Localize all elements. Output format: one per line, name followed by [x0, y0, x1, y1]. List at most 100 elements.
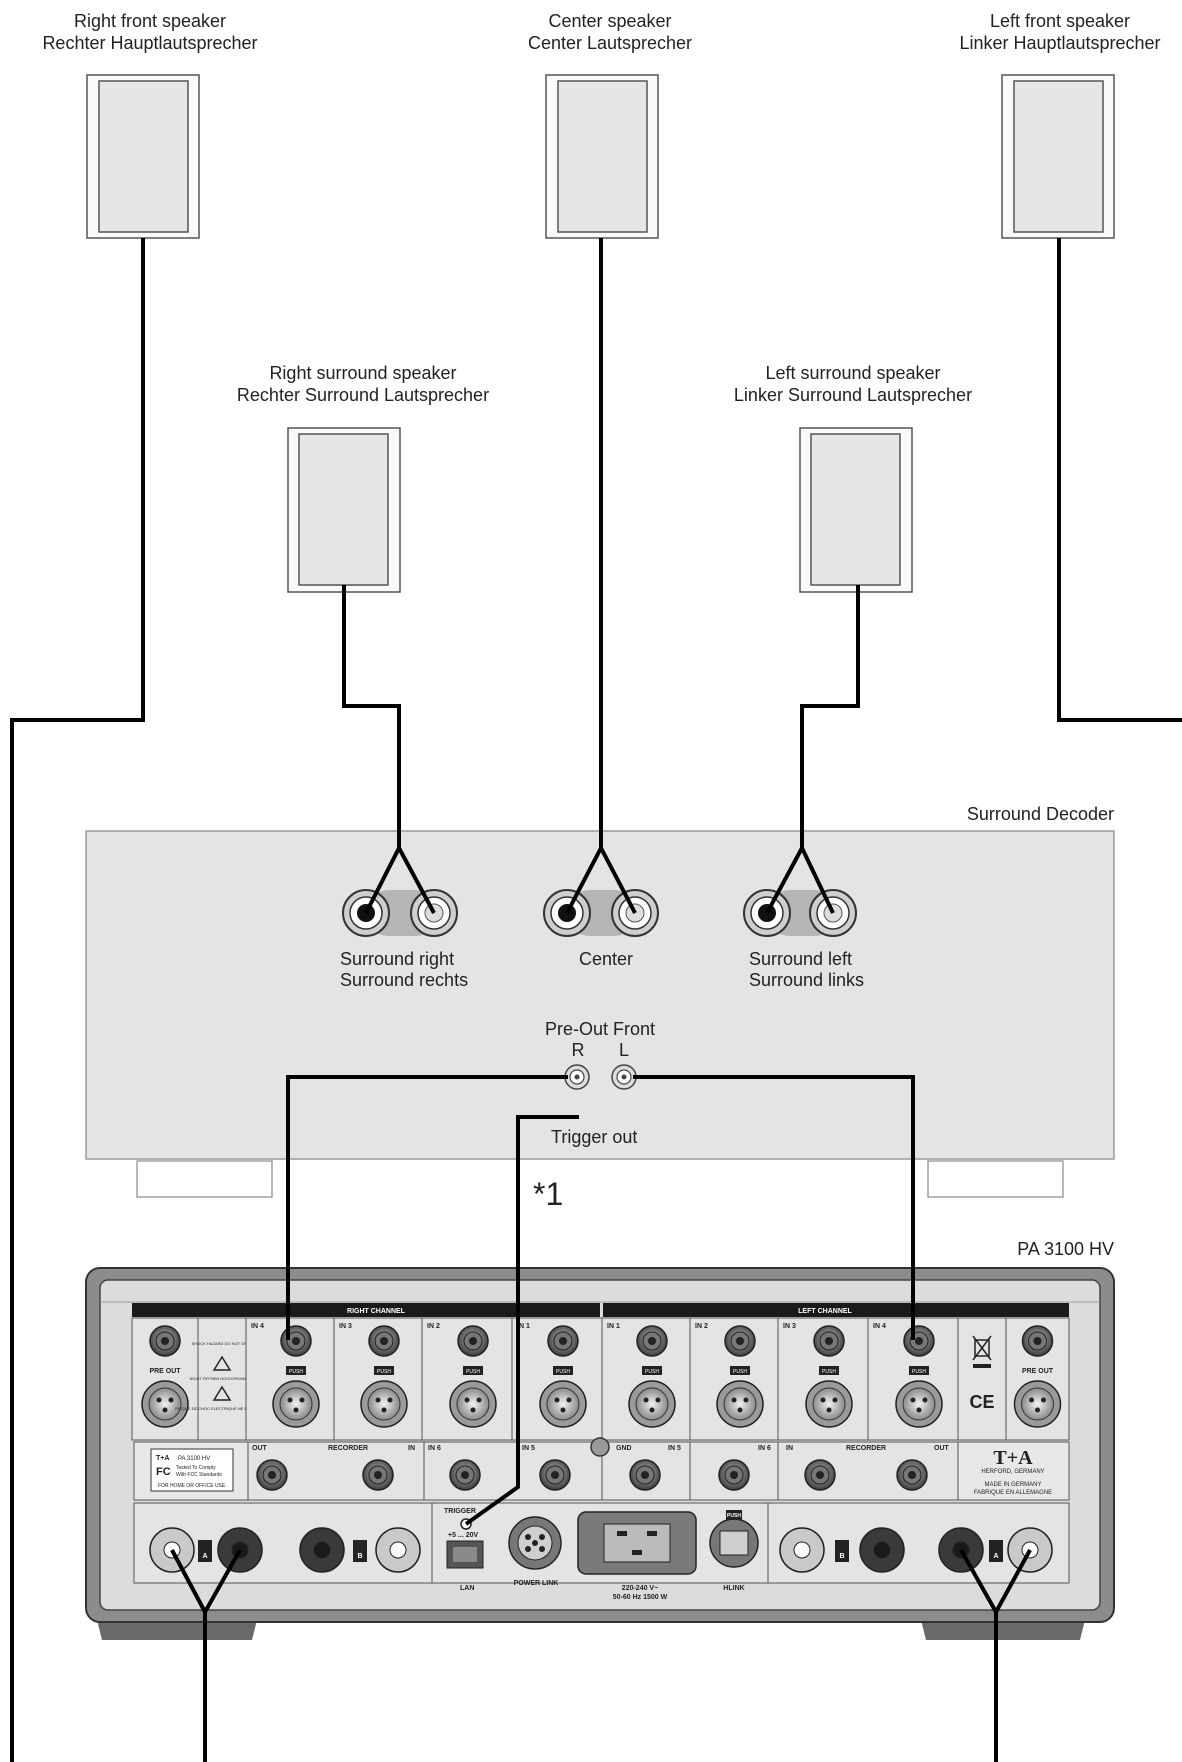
push-tab — [286, 1366, 306, 1375]
brand-made-in: MADE IN GERMANY — [984, 1482, 1041, 1488]
input-label: IN 2 — [427, 1323, 440, 1330]
fcc-line-2: With FCC Standards — [176, 1472, 222, 1478]
label-surround-right-1: Surround right — [340, 949, 454, 969]
input-module — [197, 1317, 247, 1441]
label-panel: T+A PA 3100 HV FC Tested To Comply With … — [133, 1441, 249, 1501]
speaker-left-front-label-1: Left front speaker — [990, 11, 1130, 31]
speaker-center: Center speaker Center Lautsprecher — [528, 11, 692, 239]
input-module — [957, 1317, 1007, 1441]
speaker-right-front: Right front speaker Rechter Hauptlautspr… — [42, 11, 258, 239]
push-tab — [553, 1366, 573, 1375]
hlink-push-label: PUSH — [727, 1513, 741, 1519]
push-tab — [374, 1366, 394, 1375]
warning-text-de: NICHT ÖFFNEN HOCHSPANNUNG — [190, 1376, 255, 1381]
brand-small: T+A — [156, 1455, 169, 1462]
in5-label-r: IN 5 — [522, 1445, 535, 1452]
warning-text-fr: RISQUE DE CHOC ELECTRIQUE NE PAS OUVRIR — [175, 1406, 269, 1411]
brand-fabrique: FABRIQUE EN ALLEMAGNE — [974, 1490, 1052, 1496]
gnd-label: GND — [616, 1445, 632, 1452]
warning-icon — [212, 1355, 232, 1371]
input-label: IN 4 — [251, 1323, 264, 1330]
input-modules: PRE OUT SHOCK HAZARD DO NOT OPEN NICHT ÖFF… — [131, 1317, 1070, 1441]
speaker-left-front-label-2: Linker Hauptlautsprecher — [959, 33, 1160, 53]
fcc-line-3: FOR HOME OR OFFICE USE — [158, 1483, 226, 1489]
warning-text: SHOCK HAZARD DO NOT OPEN — [192, 1341, 253, 1346]
in5-label-l: IN 5 — [668, 1445, 681, 1452]
push-tab — [909, 1366, 929, 1375]
terminal-badge — [989, 1540, 1003, 1562]
mains-label-1: 220-240 V~ — [622, 1585, 658, 1592]
rca-preout-r — [564, 1064, 590, 1090]
amplifier-rear-panel: PA 3100 HV RIGHT CHANNEL LEFT CHANNEL PR… — [85, 1239, 1115, 1640]
label-center: Center — [579, 949, 633, 969]
label-model-small: PA 3100 HV — [178, 1456, 210, 1462]
recorder-in-label-r: IN — [408, 1445, 415, 1452]
push-label: PUSH — [289, 1369, 303, 1375]
preout-label: PRE OUT — [1022, 1368, 1054, 1375]
push-tab — [819, 1366, 839, 1375]
push-label: PUSH — [733, 1369, 747, 1375]
input-label: IN 2 — [695, 1323, 708, 1330]
left-channel-header: LEFT CHANNEL — [798, 1308, 852, 1315]
recorder-label-r: RECORDER — [328, 1445, 368, 1452]
speaker-right-front-label-2: Rechter Hauptlautsprecher — [42, 33, 257, 53]
label-surround-right-2: Surround rechts — [340, 970, 468, 990]
hlink-label: HLINK — [723, 1585, 744, 1592]
input-label: IN 3 — [339, 1323, 352, 1330]
fcc-line-1: Tested To Comply — [176, 1465, 216, 1471]
terminal-badge-label: B — [357, 1553, 362, 1560]
recorder-out-label-l: OUT — [934, 1445, 950, 1452]
fc-mark: FC — [156, 1466, 171, 1478]
middle-row-jacks — [256, 1459, 928, 1491]
brand-panel: T+A HERFORD, GERMANY MADE IN GERMANY FAB… — [957, 1441, 1070, 1501]
surround-decoder-title: Surround Decoder — [967, 804, 1114, 824]
push-label: PUSH — [377, 1369, 391, 1375]
push-label: PUSH — [556, 1369, 570, 1375]
recorder-out-label-r: OUT — [252, 1445, 268, 1452]
mains-label-2: 50-60 Hz 1500 W — [613, 1594, 668, 1601]
power-link-label: POWER LINK — [514, 1580, 559, 1587]
push-tab — [730, 1366, 750, 1375]
terminal-badge — [835, 1540, 849, 1562]
push-label: PUSH — [912, 1369, 926, 1375]
footnote-marker: *1 — [533, 1176, 563, 1212]
terminal-badge-label: A — [202, 1553, 207, 1560]
surround-decoder: Surround Decoder — [85, 804, 1115, 1198]
terminal-badge — [353, 1540, 367, 1562]
weee-bin-icon — [974, 1339, 990, 1357]
recorder-in-label-l: IN — [786, 1445, 793, 1452]
push-label: PUSH — [645, 1369, 659, 1375]
push-label: PUSH — [822, 1369, 836, 1375]
trigger-volt-label: +5 ... 20V — [448, 1532, 478, 1539]
push-tab — [642, 1366, 662, 1375]
terminal-badge — [198, 1540, 212, 1562]
speaker-left-surround-label-1: Left surround speaker — [765, 363, 940, 383]
right-channel-header: RIGHT CHANNEL — [347, 1308, 406, 1315]
terminal-pair-surround-left — [743, 889, 857, 937]
label-trigger-out: Trigger out — [551, 1127, 637, 1147]
brand-herford: HERFORD, GERMANY — [981, 1469, 1044, 1475]
speaker-right-surround-label-1: Right surround speaker — [269, 363, 456, 383]
recorder-label-l: RECORDER — [846, 1445, 886, 1452]
speaker-center-label-1: Center speaker — [548, 11, 671, 31]
ce-mark: CE — [969, 1392, 994, 1412]
lan-label: LAN — [460, 1585, 474, 1592]
terminal-pair-surround-right — [342, 889, 458, 937]
input-label: IN 1 — [517, 1323, 530, 1330]
label-surround-left-1: Surround left — [749, 949, 852, 969]
rca-preout-l — [611, 1064, 637, 1090]
brand-logo: T+A — [993, 1447, 1033, 1469]
amplifier-model-title: PA 3100 HV — [1017, 1239, 1114, 1259]
trigger-label: TRIGGER — [444, 1508, 476, 1515]
in6-label-r: IN 6 — [428, 1445, 441, 1452]
label-preout-l: L — [619, 1040, 629, 1060]
terminal-pair-center — [543, 889, 659, 937]
terminal-badge-label: B — [839, 1553, 844, 1560]
preout-label: PRE OUT — [149, 1368, 181, 1375]
in6-label-l: IN 6 — [758, 1445, 771, 1452]
input-label: IN 1 — [607, 1323, 620, 1330]
speaker-right-front-label-1: Right front speaker — [74, 11, 226, 31]
input-label: IN 4 — [873, 1323, 886, 1330]
